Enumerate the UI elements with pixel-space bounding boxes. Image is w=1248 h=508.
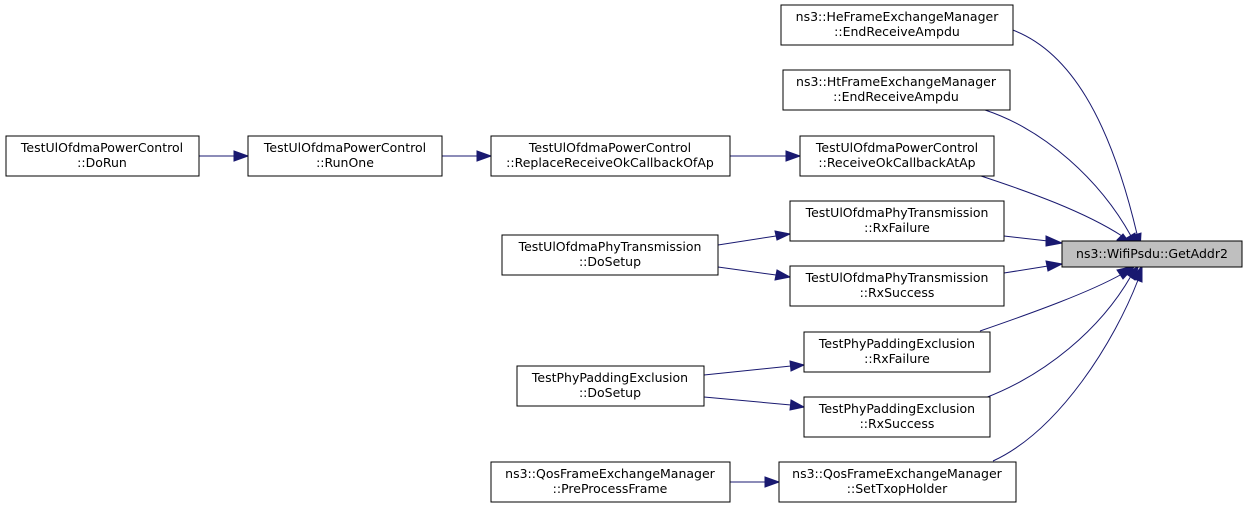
node-receive-ok-callback-at-ap[interactable]: TestUlOfdmaPowerControl ::ReceiveOkCallb… bbox=[799, 135, 995, 177]
node-receiveok-line1: TestUlOfdmaPowerControl bbox=[815, 140, 978, 155]
edge-dorun-to-runone bbox=[199, 150, 250, 162]
node-padding-dosetup-line1: TestPhyPaddingExclusion bbox=[531, 370, 688, 385]
node-runone-line2: ::RunOne bbox=[316, 155, 374, 170]
node-ht-line1: ns3::HtFrameExchangeManager bbox=[796, 74, 997, 89]
node-getaddr2-label: ns3::WifiPsdu::GetAddr2 bbox=[1076, 246, 1228, 261]
node-ht-line2: ::EndReceiveAmpdu bbox=[833, 89, 959, 104]
edge-phytx-dosetup-to-rxsuccess bbox=[717, 266, 792, 281]
edge-preprocess-to-settxop bbox=[730, 476, 781, 488]
node-getaddr2[interactable]: ns3::WifiPsdu::GetAddr2 bbox=[1061, 240, 1243, 268]
edge-replace-to-receiveok bbox=[730, 150, 802, 162]
node-preprocess-line2: ::PreProcessFrame bbox=[553, 481, 668, 496]
node-run-one[interactable]: TestUlOfdmaPowerControl ::RunOne bbox=[247, 135, 443, 177]
node-dorun-line1: TestUlOfdmaPowerControl bbox=[20, 140, 183, 155]
edge-runone-to-replace bbox=[442, 150, 493, 162]
node-phytx-do-setup[interactable]: TestUlOfdmaPhyTransmission ::DoSetup bbox=[501, 234, 719, 276]
node-padding-rxfailure-line1: TestPhyPaddingExclusion bbox=[818, 336, 975, 351]
node-qos-set-txop-holder[interactable]: ns3::QosFrameExchangeManager ::SetTxopHo… bbox=[778, 461, 1017, 503]
node-padding-rx-failure[interactable]: TestPhyPaddingExclusion ::RxFailure bbox=[803, 331, 991, 373]
edge-qos-settxop-to-getaddr2 bbox=[992, 264, 1143, 462]
node-phytx-rx-success[interactable]: TestUlOfdmaPhyTransmission ::RxSuccess bbox=[789, 265, 1005, 307]
edge-ht-to-getaddr2 bbox=[984, 109, 1139, 253]
node-padding-rxfailure-line2: ::RxFailure bbox=[864, 351, 930, 366]
node-padding-rx-success[interactable]: TestPhyPaddingExclusion ::RxSuccess bbox=[803, 396, 991, 438]
node-phytx-dosetup-line1: TestUlOfdmaPhyTransmission bbox=[518, 239, 702, 254]
edge-phytx-rxsuccess-to-getaddr2 bbox=[1003, 260, 1064, 274]
node-phytx-rx-failure[interactable]: TestUlOfdmaPhyTransmission ::RxFailure bbox=[789, 200, 1005, 242]
node-he-end-receive-ampdu[interactable]: ns3::HeFrameExchangeManager ::EndReceive… bbox=[780, 4, 1014, 46]
node-phytx-rxsuccess-line2: ::RxSuccess bbox=[860, 285, 935, 300]
node-preprocess-line1: ns3::QosFrameExchangeManager bbox=[505, 466, 715, 481]
node-qos-settxop-line1: ns3::QosFrameExchangeManager bbox=[792, 466, 1002, 481]
node-replace-line1: TestUlOfdmaPowerControl bbox=[528, 140, 691, 155]
node-ht-end-receive-ampdu[interactable]: ns3::HtFrameExchangeManager ::EndReceive… bbox=[782, 69, 1011, 111]
node-runone-line1: TestUlOfdmaPowerControl bbox=[263, 140, 426, 155]
edge-phytx-dosetup-to-rxfailure bbox=[717, 230, 792, 246]
node-padding-rxsuccess-line2: ::RxSuccess bbox=[860, 416, 935, 431]
node-dorun-line2: ::DoRun bbox=[77, 155, 127, 170]
node-receiveok-line2: ::ReceiveOkCallbackAtAp bbox=[818, 155, 975, 170]
node-he-line2: ::EndReceiveAmpdu bbox=[834, 24, 960, 39]
node-qos-settxop-line2: ::SetTxopHolder bbox=[847, 481, 948, 496]
node-padding-do-setup[interactable]: TestPhyPaddingExclusion ::DoSetup bbox=[516, 365, 705, 407]
edge-padding-rxsuccess-to-getaddr2 bbox=[984, 266, 1139, 399]
node-phytx-dosetup-line2: ::DoSetup bbox=[579, 254, 641, 269]
node-phytx-rxsuccess-line1: TestUlOfdmaPhyTransmission bbox=[805, 270, 989, 285]
edge-padding-dosetup-to-rxfailure bbox=[703, 360, 806, 376]
node-padding-dosetup-line2: ::DoSetup bbox=[579, 385, 641, 400]
edge-padding-dosetup-to-rxsuccess bbox=[703, 396, 806, 411]
node-he-line1: ns3::HeFrameExchangeManager bbox=[796, 9, 1000, 24]
node-padding-rxsuccess-line1: TestPhyPaddingExclusion bbox=[818, 401, 975, 416]
node-replace-receive-ok-callback-of-ap[interactable]: TestUlOfdmaPowerControl ::ReplaceReceive… bbox=[490, 135, 731, 177]
node-phytx-rxfailure-line2: ::RxFailure bbox=[864, 220, 930, 235]
edge-phytx-rxfailure-to-getaddr2 bbox=[1003, 235, 1064, 247]
node-do-run[interactable]: TestUlOfdmaPowerControl ::DoRun bbox=[5, 135, 200, 177]
edge-he-to-getaddr2 bbox=[1009, 28, 1142, 253]
node-replace-line2: ::ReplaceReceiveOkCallbackOfAp bbox=[506, 155, 714, 170]
node-phytx-rxfailure-line1: TestUlOfdmaPhyTransmission bbox=[805, 205, 989, 220]
node-qos-pre-process-frame[interactable]: ns3::QosFrameExchangeManager ::PreProces… bbox=[490, 461, 731, 503]
